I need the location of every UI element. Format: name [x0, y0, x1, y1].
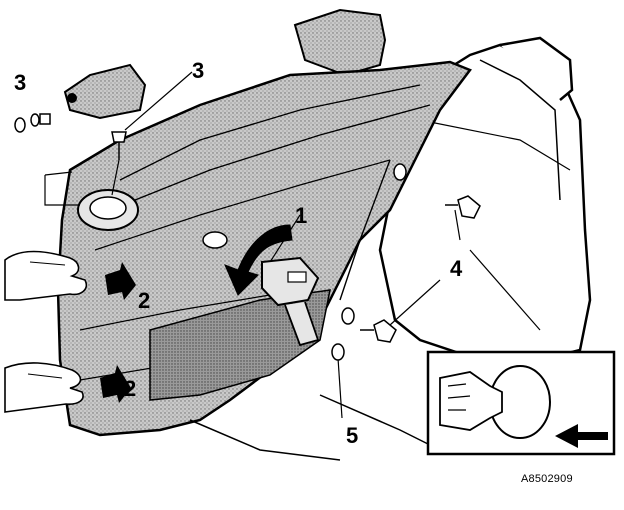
- push-arrow-lower: [100, 365, 131, 403]
- hand-lower: [4, 362, 84, 413]
- callout-3-screw: 3: [14, 70, 27, 95]
- callout-2-lower: 2: [124, 376, 137, 401]
- seat-belt-buckle: [261, 256, 320, 347]
- push-arrow-upper: [105, 262, 136, 300]
- fastener-upper: [445, 195, 481, 219]
- guide-cover: [63, 63, 147, 120]
- belt-guide-opening: [77, 189, 139, 231]
- fastener-lower: [360, 319, 397, 343]
- callout-5-belt-anchor: 5: [346, 423, 359, 448]
- belt-anchor-hole: [331, 343, 345, 361]
- screw-washer: [14, 113, 51, 133]
- floor-lines: [189, 394, 441, 461]
- callout-1-arrow: 1: [295, 203, 308, 228]
- removal-arrow: [224, 224, 293, 296]
- callout-3-clip: 3: [192, 58, 205, 83]
- figure-reference-code: A8502909: [521, 473, 573, 485]
- panel-handle-cutout: [202, 231, 228, 249]
- callout-2-upper: 2: [138, 288, 151, 313]
- fastener-holes: [341, 163, 407, 325]
- headrest: [293, 8, 387, 77]
- inset-detail: [426, 350, 616, 456]
- callout-4-fastener: 4: [450, 256, 463, 281]
- hand-upper: [4, 250, 88, 301]
- retaining-clip: [111, 131, 127, 160]
